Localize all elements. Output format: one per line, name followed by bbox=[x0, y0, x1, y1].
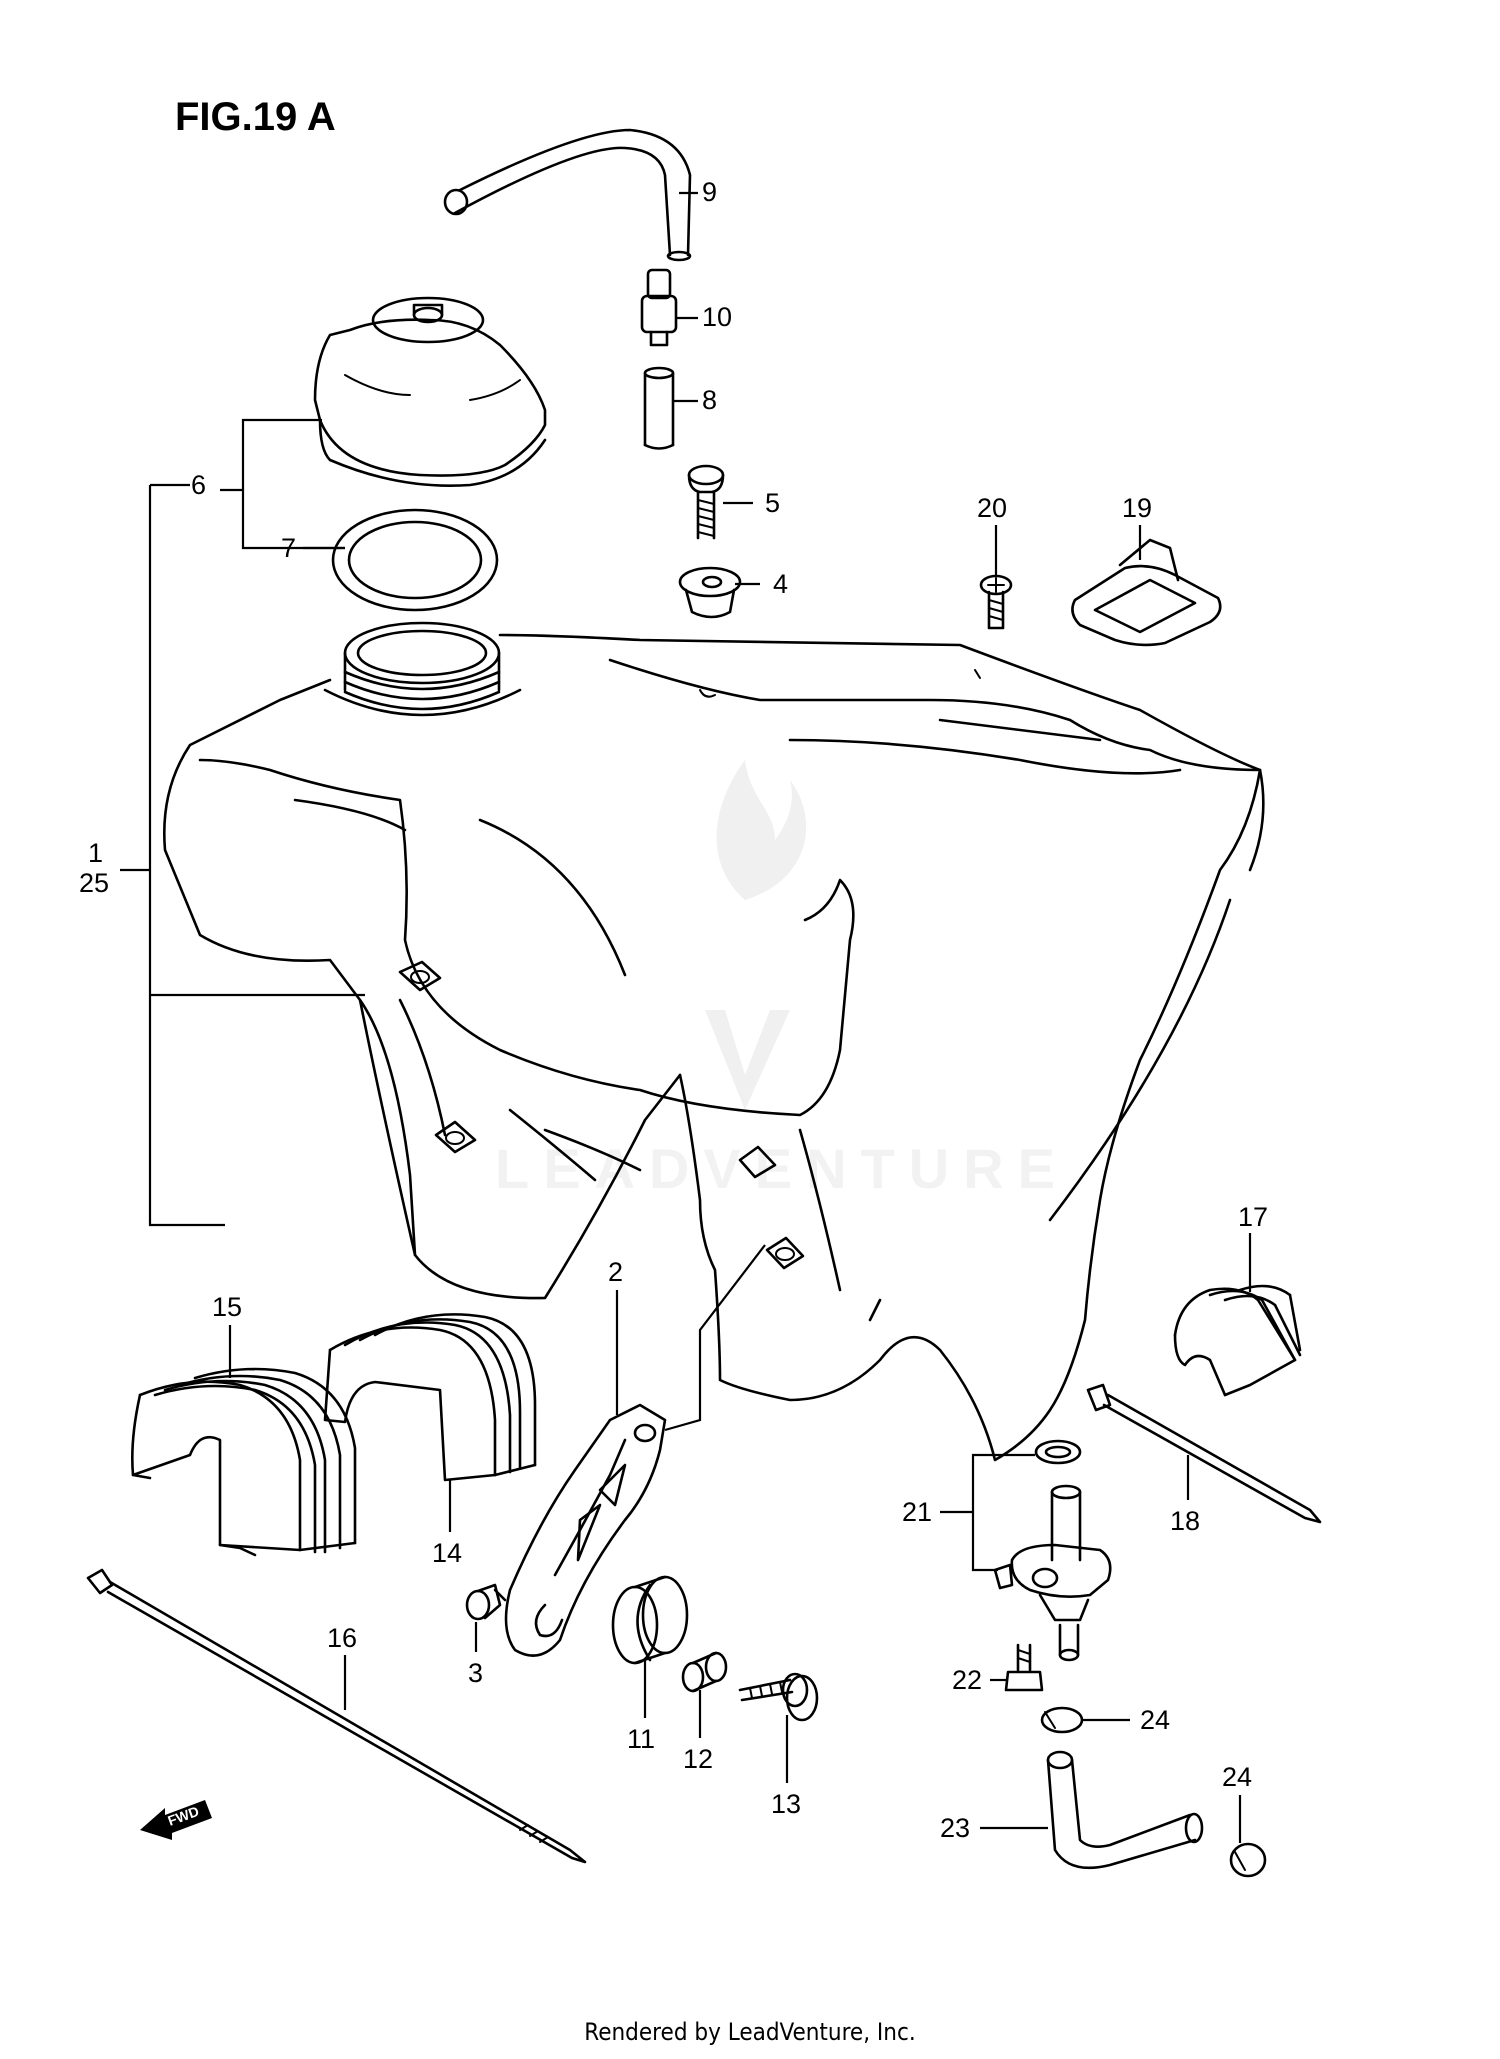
fuel-cap bbox=[313, 296, 547, 488]
fuel-cock bbox=[993, 1439, 1112, 1662]
grommet-4 bbox=[678, 566, 742, 619]
callout-20: 20 bbox=[977, 493, 1007, 523]
callout-17: 17 bbox=[1238, 1202, 1268, 1232]
cap-gasket bbox=[331, 508, 499, 612]
callout-10: 10 bbox=[702, 302, 732, 332]
callout-2: 2 bbox=[608, 1257, 623, 1287]
callout-23: 23 bbox=[940, 1813, 970, 1843]
bolt-13 bbox=[738, 1672, 819, 1722]
callout-12: 12 bbox=[683, 1744, 713, 1774]
rubber-cushion-14 bbox=[323, 1313, 537, 1482]
callout-11: 11 bbox=[627, 1724, 655, 1754]
callout-6: 6 bbox=[191, 470, 206, 500]
callout-3: 3 bbox=[468, 1658, 483, 1688]
check-valve bbox=[640, 268, 678, 347]
callout-8: 8 bbox=[702, 385, 717, 415]
callout-7: 7 bbox=[281, 533, 296, 563]
leader-lines bbox=[120, 191, 1252, 1843]
fuel-hose-23 bbox=[1046, 1750, 1204, 1870]
cable-tie-16 bbox=[86, 1568, 587, 1864]
callout-21: 21 bbox=[902, 1497, 932, 1527]
callout-13: 13 bbox=[771, 1789, 801, 1819]
render-credit: Rendered by LeadVenture, Inc. bbox=[584, 2018, 915, 2046]
figure-title: FIG.19 A bbox=[175, 95, 336, 139]
screw-5 bbox=[687, 464, 725, 540]
breather-hose bbox=[443, 128, 692, 262]
bolt-3 bbox=[465, 1583, 507, 1621]
tank-bracket bbox=[504, 1403, 667, 1657]
cushion-11 bbox=[611, 1575, 689, 1665]
callout-9: 9 bbox=[702, 177, 717, 207]
rubber-cushion-17 bbox=[1173, 1284, 1302, 1397]
screw-20 bbox=[979, 574, 1013, 630]
callout-22: 22 bbox=[952, 1665, 982, 1695]
clamp-24a bbox=[1040, 1706, 1084, 1734]
short-hose bbox=[643, 366, 675, 450]
callout-numbers: 1 25 6 7 9 10 8 5 4 20 19 17 2 15 14 16 … bbox=[79, 177, 1268, 1843]
callout-24-lower: 24 bbox=[1222, 1762, 1252, 1792]
callout-1: 1 bbox=[88, 838, 103, 868]
callout-15: 15 bbox=[212, 1292, 242, 1322]
screw-22 bbox=[1004, 1643, 1044, 1692]
strap-clip-19 bbox=[1071, 538, 1222, 647]
callout-16: 16 bbox=[327, 1623, 357, 1653]
callout-14: 14 bbox=[432, 1538, 462, 1568]
callout-4: 4 bbox=[773, 569, 788, 599]
callout-24-upper: 24 bbox=[1140, 1705, 1170, 1735]
fuel-tank bbox=[163, 621, 1265, 1462]
callout-18: 18 bbox=[1170, 1506, 1200, 1536]
leadventure-watermark: LEADVENTURE bbox=[495, 760, 1055, 1200]
collar-12 bbox=[681, 1651, 728, 1693]
callout-25: 25 bbox=[79, 868, 109, 898]
clamp-24b bbox=[1229, 1842, 1267, 1878]
cable-tie-18 bbox=[1086, 1383, 1322, 1524]
callout-5: 5 bbox=[765, 488, 780, 518]
callout-19: 19 bbox=[1122, 493, 1152, 523]
forward-direction-arrow: FWD bbox=[140, 1800, 212, 1840]
rubber-cushion-15 bbox=[131, 1367, 357, 1557]
